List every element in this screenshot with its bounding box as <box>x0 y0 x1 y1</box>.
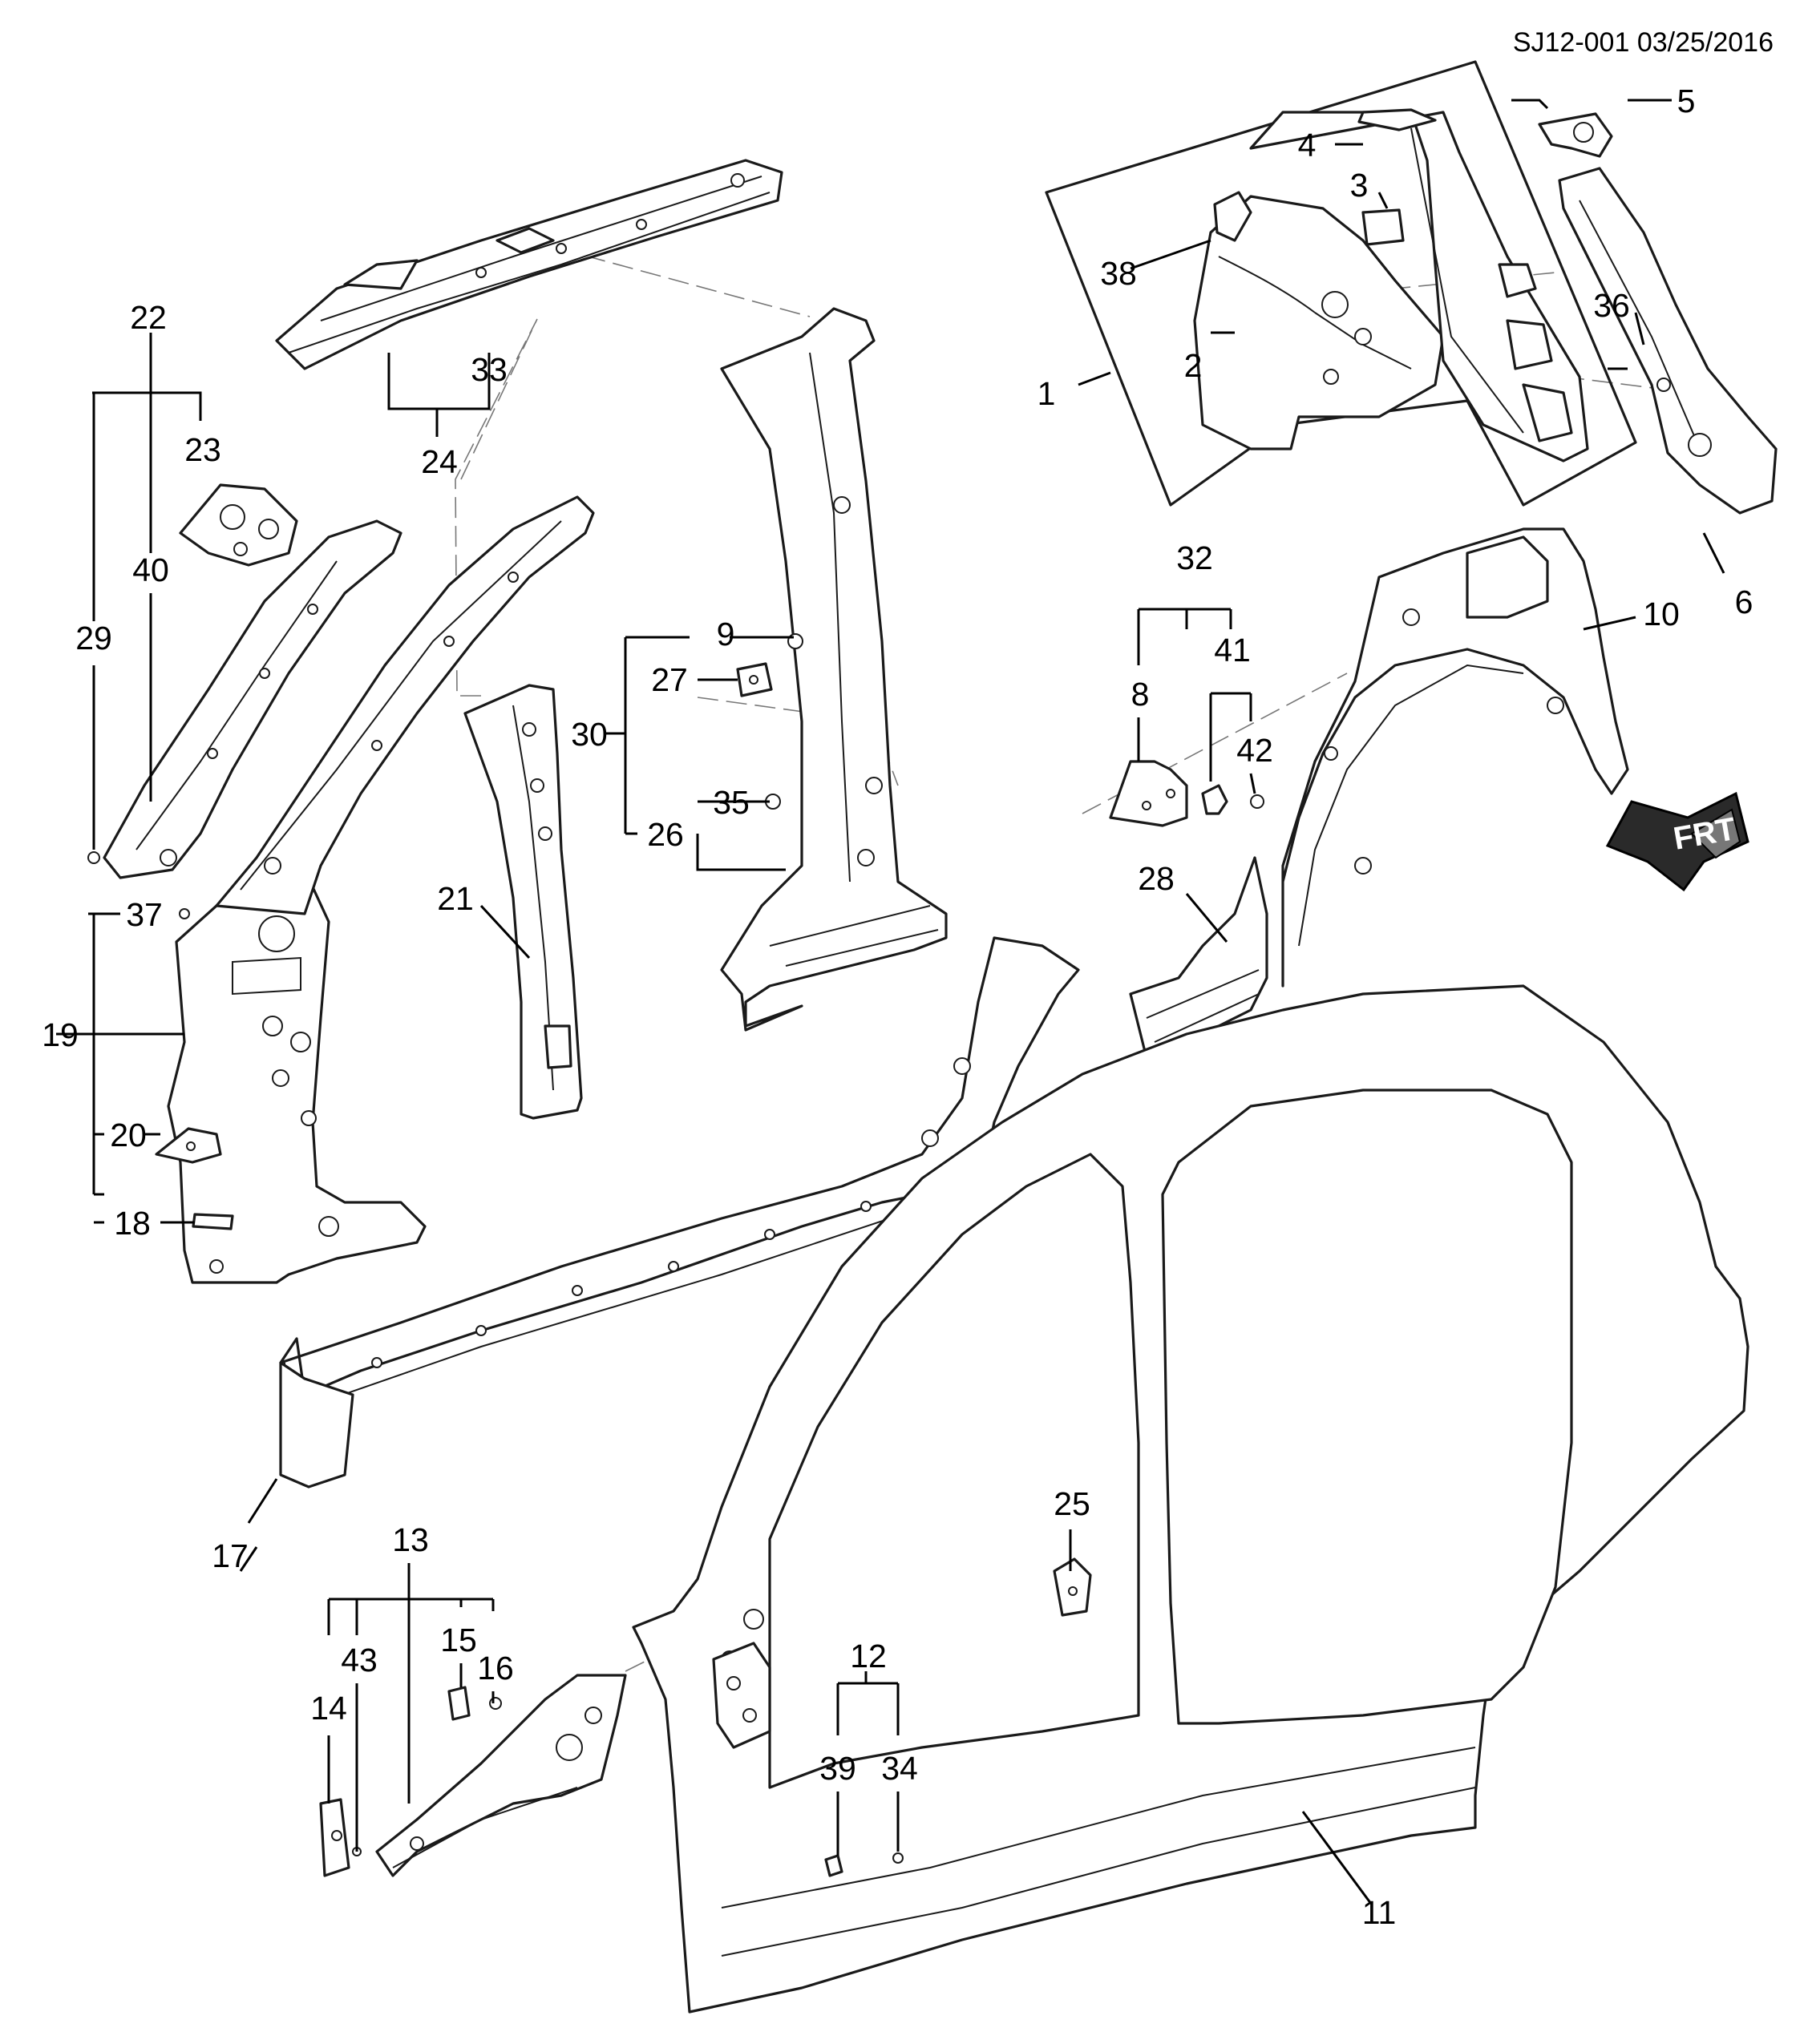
callout-34: 34 <box>881 1750 918 1787</box>
callout-8: 8 <box>1131 676 1150 713</box>
rear-pillar-reinforcement <box>1538 112 1778 515</box>
center-pillar-reinforcement <box>463 684 583 1120</box>
body-side-outer-panel <box>632 984 1749 2014</box>
callout-1: 1 <box>1038 375 1056 412</box>
front-direction-arrow: FRT <box>1605 791 1749 892</box>
callout-3: 3 <box>1350 167 1369 204</box>
callout-40: 40 <box>132 551 169 588</box>
reference-code: SJ12-001 03/25/2016 <box>1513 27 1774 58</box>
callout-23: 23 <box>184 431 221 468</box>
callout-labels: 1 2 3 4 5 6 8 9 10 11 12 13 14 15 16 17 … <box>42 83 1753 1931</box>
callout-30: 30 <box>571 716 608 753</box>
center-pillar-inner <box>720 307 948 1032</box>
callout-12: 12 <box>850 1638 887 1674</box>
callout-leader-lines <box>56 99 1725 1905</box>
callout-38: 38 <box>1100 255 1137 292</box>
callout-42: 42 <box>1236 732 1273 769</box>
a-pillar-upper-panel <box>103 519 402 879</box>
callout-33: 33 <box>471 351 508 388</box>
callout-36: 36 <box>1593 287 1630 324</box>
callout-14: 14 <box>310 1690 347 1727</box>
rear-wheelhouse-panel <box>1281 527 1629 988</box>
callout-16: 16 <box>477 1650 514 1687</box>
callout-6: 6 <box>1735 584 1753 620</box>
hinge-pillar-small-parts <box>87 851 234 1230</box>
callout-41: 41 <box>1214 632 1251 669</box>
callout-18: 18 <box>114 1205 151 1242</box>
callout-32: 32 <box>1176 539 1213 576</box>
roof-inner-rail <box>275 159 783 370</box>
callout-17: 17 <box>212 1537 249 1574</box>
callout-5: 5 <box>1677 83 1696 119</box>
callout-10: 10 <box>1643 596 1680 632</box>
callout-35: 35 <box>713 784 750 821</box>
callout-37: 37 <box>126 896 163 933</box>
a-pillar-upper-bracket <box>179 483 298 567</box>
callout-4: 4 <box>1298 127 1317 164</box>
wheelhouse-brackets <box>1109 760 1264 827</box>
hinge-pillar-inner <box>167 868 427 1284</box>
windshield-pillar-inner <box>215 495 595 915</box>
center-pillar-small-parts <box>736 633 803 810</box>
callout-24: 24 <box>421 443 458 480</box>
rocker-inner-panel <box>279 936 1080 1489</box>
callout-19: 19 <box>42 1016 79 1053</box>
quarter-inner-upper-panel <box>1193 108 1589 463</box>
part-group-1-box <box>1045 60 1637 507</box>
callout-13: 13 <box>392 1521 429 1558</box>
front-pillar-lower-brace <box>375 1674 627 1877</box>
callout-29: 29 <box>75 620 112 656</box>
callout-15: 15 <box>440 1622 477 1658</box>
callout-9: 9 <box>717 616 735 652</box>
callout-2: 2 <box>1184 347 1203 384</box>
callout-25: 25 <box>1054 1485 1090 1522</box>
callout-26: 26 <box>647 816 684 853</box>
callout-21: 21 <box>437 880 474 917</box>
callout-39: 39 <box>819 1750 856 1787</box>
callout-28: 28 <box>1138 860 1175 897</box>
callout-43: 43 <box>341 1642 378 1678</box>
callout-11: 11 <box>1362 1894 1397 1931</box>
callout-27: 27 <box>651 661 688 698</box>
callout-22: 22 <box>130 299 167 336</box>
callout-20: 20 <box>110 1117 147 1153</box>
front-pillar-small-parts <box>319 1686 502 1877</box>
